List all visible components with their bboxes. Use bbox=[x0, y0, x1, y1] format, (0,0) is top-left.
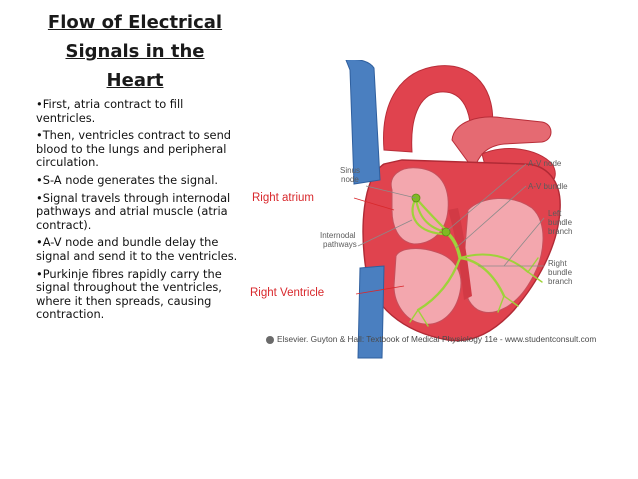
av-node-label: A-V node bbox=[528, 159, 562, 168]
left-bundle-branch-path bbox=[458, 256, 506, 298]
left-bundle-branch-label: Left bundle branch bbox=[548, 209, 574, 236]
left-ventricle-chamber bbox=[462, 197, 544, 313]
heart-conduction-diagram: Sinus node Right atrium Internodal pathw… bbox=[242, 60, 638, 360]
left-bundle-branch-path bbox=[459, 253, 529, 273]
right-bundle-branch-path bbox=[416, 256, 462, 312]
label-line: pathways bbox=[323, 240, 357, 249]
bullet-item: •First, atria contract to fill ventricle… bbox=[36, 97, 184, 125]
label-line: node bbox=[341, 175, 359, 184]
label-line: branch bbox=[548, 227, 572, 236]
inferior-vena-cava bbox=[357, 265, 385, 359]
bullet-item: •A-V node and bundle delay the signal an… bbox=[36, 235, 238, 263]
superior-vena-cava bbox=[345, 60, 381, 185]
heart-illustration: Sinus node Right atrium Internodal pathw… bbox=[250, 60, 574, 359]
sinus-node-label: Sinus node bbox=[340, 166, 362, 184]
internodal-pathways-label: Internodal pathways bbox=[320, 231, 358, 249]
right-ventricle-label: Right Ventricle bbox=[250, 287, 324, 299]
bullet-item: •Signal travels through internodal pathw… bbox=[36, 190, 231, 232]
title-line: Flow of Electrical bbox=[47, 12, 223, 33]
copyright-icon bbox=[266, 335, 274, 344]
label-line: bundle bbox=[548, 218, 573, 227]
right-ventricle-chamber bbox=[393, 248, 462, 325]
bullet-item: •Then, ventricles contract to send blood… bbox=[36, 128, 232, 170]
right-bundle-branch-label: Right bundle branch bbox=[548, 259, 574, 286]
label-line: Sinus bbox=[340, 166, 360, 175]
internodal-pathway-3 bbox=[411, 196, 448, 236]
purkinje-fibre bbox=[409, 257, 543, 327]
right-atrium-chamber bbox=[390, 167, 449, 245]
title-line: Signals in the bbox=[65, 41, 205, 62]
label-line: branch bbox=[548, 277, 572, 286]
right-atrium-label: Right atrium bbox=[252, 192, 314, 204]
title-line: Heart bbox=[106, 70, 164, 91]
bullet-item: •S-A node generates the signal. bbox=[36, 172, 219, 187]
bullet-list: •First, atria contract to fill ventricle… bbox=[36, 97, 241, 326]
label-line: Internodal bbox=[320, 231, 356, 240]
bullet-item: •Purkinje fibres rapidly carry the signa… bbox=[36, 266, 222, 322]
leader-lines bbox=[353, 163, 545, 295]
label-line: Left bbox=[548, 209, 562, 218]
figure-caption: Elsevier. Guyton & Hall: Textbook of Med… bbox=[266, 334, 638, 344]
label-line: Right bbox=[548, 259, 567, 268]
av-bundle-label: A-V bundle bbox=[528, 182, 568, 191]
caption-text: Elsevier. Guyton & Hall: Textbook of Med… bbox=[277, 334, 597, 344]
label-line: bundle bbox=[548, 268, 573, 277]
slide-title: Flow of Electrical Signals in the Heart bbox=[40, 8, 230, 95]
